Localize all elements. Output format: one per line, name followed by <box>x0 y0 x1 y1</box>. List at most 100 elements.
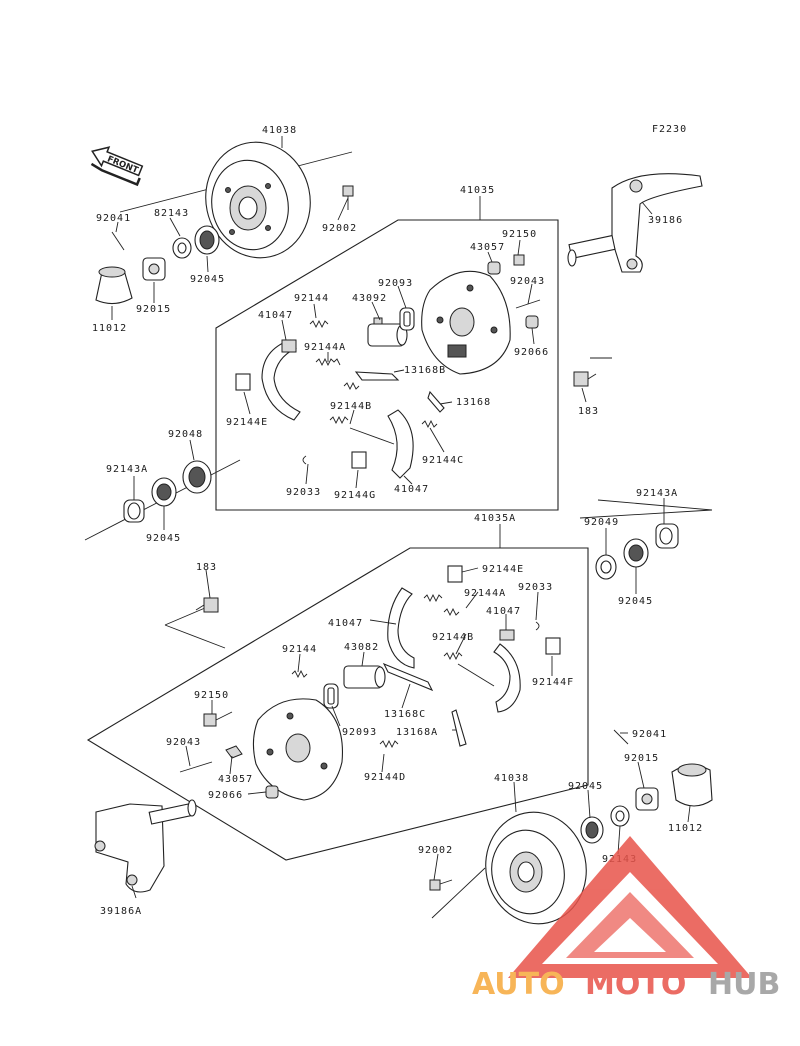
bearing-92048-upper-left <box>182 460 212 494</box>
part-label-92045-d: 92045 <box>568 781 603 792</box>
knuckle-39186 <box>567 173 703 273</box>
part-label-41047-b: 41047 <box>394 484 429 495</box>
part-label-92043-b: 92043 <box>166 737 201 748</box>
part-label-92144D: 92144D <box>364 772 406 783</box>
wheel-cylinder-43082 <box>343 665 386 689</box>
part-label-41038-b: 41038 <box>494 773 529 784</box>
nut-92066-lower <box>265 785 279 799</box>
bolt-183-lower <box>195 597 219 613</box>
bearing-92045-upper <box>194 225 220 255</box>
bolt-183-upper <box>573 371 597 387</box>
part-label-43057: 43057 <box>470 242 505 253</box>
bolt-92002-lower <box>429 879 453 891</box>
bolt-92150-lower <box>203 711 233 727</box>
nut-43057-lower <box>225 745 243 759</box>
brake-shoe-41047-lower-left <box>387 587 415 669</box>
hub-cap-11012-upper <box>95 266 133 305</box>
watermark-text-hub: HUB <box>708 967 780 1002</box>
washer-92143-lower <box>610 805 630 827</box>
part-label-92144B-b: 92144B <box>432 632 474 643</box>
front-arrow-icon: FRONT <box>90 146 144 187</box>
part-label-41038: 41038 <box>262 125 297 136</box>
watermark-text-auto: AUTO <box>472 967 565 1002</box>
part-label-92033: 92033 <box>286 487 321 498</box>
part-label-92045-c: 92045 <box>618 596 653 607</box>
watermark-logo: AUTO MOTO HUB <box>472 836 780 1002</box>
part-label-43057-b: 43057 <box>218 774 253 785</box>
part-labels: 41038 92002 41035 39186 92041 82143 9204… <box>92 125 703 917</box>
washer-82143-upper <box>172 237 192 259</box>
nut-43057-upper <box>487 261 501 275</box>
part-label-92045-b: 92045 <box>146 533 181 544</box>
clip-92144E-upper <box>235 373 251 391</box>
bearing-92045-lower <box>580 816 604 844</box>
part-label-92150-b: 92150 <box>194 690 229 701</box>
part-label-92041: 92041 <box>96 213 131 224</box>
part-label-13168A: 13168A <box>396 727 438 738</box>
springs-lower <box>291 593 495 749</box>
seal-92093-upper <box>399 307 415 331</box>
part-label-41047: 41047 <box>258 310 293 321</box>
bearing-92045-left <box>151 477 177 507</box>
bolt-92150-upper <box>513 254 525 266</box>
part-label-43082: 43082 <box>344 642 379 653</box>
part-label-13168C: 13168C <box>384 709 426 720</box>
levers-upper <box>354 371 445 413</box>
part-label-13168B: 13168B <box>404 365 446 376</box>
part-label-92066-b: 92066 <box>208 790 243 801</box>
part-label-92143A: 92143A <box>106 464 148 475</box>
bearing-92045-right <box>623 538 649 568</box>
part-label-39186A: 39186A <box>100 906 142 917</box>
part-label-13168: 13168 <box>456 397 491 408</box>
brake-shoe-41047-upper-right <box>387 409 414 479</box>
seal-92049-right <box>595 554 617 580</box>
part-label-92144-b: 92144 <box>282 644 317 655</box>
levers-lower <box>382 662 467 747</box>
part-label-92043: 92043 <box>510 276 545 287</box>
part-label-92049: 92049 <box>584 517 619 528</box>
hub-cap-11012-lower <box>671 763 713 807</box>
part-label-92144F: 92144F <box>532 677 574 688</box>
part-label-92093: 92093 <box>378 278 413 289</box>
cotter-pin-92041-lower <box>613 729 629 745</box>
part-label-92002-b: 92002 <box>418 845 453 856</box>
pin-92043-lower <box>179 761 213 773</box>
part-label-41047-d: 41047 <box>486 606 521 617</box>
castle-nut-92015-lower <box>635 787 659 811</box>
brake-shoe-41047-upper-left <box>261 339 301 421</box>
part-label-92144E-b: 92144E <box>482 564 524 575</box>
part-label-92144A-b: 92144A <box>464 588 506 599</box>
part-label-92150: 92150 <box>502 229 537 240</box>
part-label-92144C: 92144C <box>422 455 464 466</box>
part-label-92143A-b: 92143A <box>636 488 678 499</box>
castle-nut-92015-upper <box>142 257 166 281</box>
part-label-92048: 92048 <box>168 429 203 440</box>
part-label-183-b: 183 <box>196 562 217 573</box>
knuckle-39186A <box>94 799 197 893</box>
part-label-41035: 41035 <box>460 185 495 196</box>
backing-plate-upper <box>421 270 511 375</box>
part-label-41035A: 41035A <box>474 513 516 524</box>
clip-92144G-upper <box>351 451 367 469</box>
part-label-11012: 11012 <box>92 323 127 334</box>
part-label-41047-c: 41047 <box>328 618 363 629</box>
clip-92144E-lower <box>447 565 463 583</box>
part-label-92041-b: 92041 <box>632 729 667 740</box>
nut-92066-upper <box>525 315 539 329</box>
part-label-11012-b: 11012 <box>668 823 703 834</box>
brake-assembly-box-lower <box>86 547 589 861</box>
part-label-82143: 82143 <box>154 208 189 219</box>
part-label-92093-b: 92093 <box>342 727 377 738</box>
brake-shoe-41047-lower-right <box>493 629 521 713</box>
part-label-92144B: 92144B <box>330 401 372 412</box>
part-label-92015-b: 92015 <box>624 753 659 764</box>
part-label-92144A: 92144A <box>304 342 346 353</box>
part-label-183: 183 <box>578 406 599 417</box>
part-label-92066: 92066 <box>514 347 549 358</box>
watermark-text-moto: MOTO <box>585 967 686 1002</box>
part-label-92045: 92045 <box>190 274 225 285</box>
part-label-92144E: 92144E <box>226 417 268 428</box>
brake-drum-upper <box>205 141 311 259</box>
backing-plate-lower <box>252 698 344 801</box>
